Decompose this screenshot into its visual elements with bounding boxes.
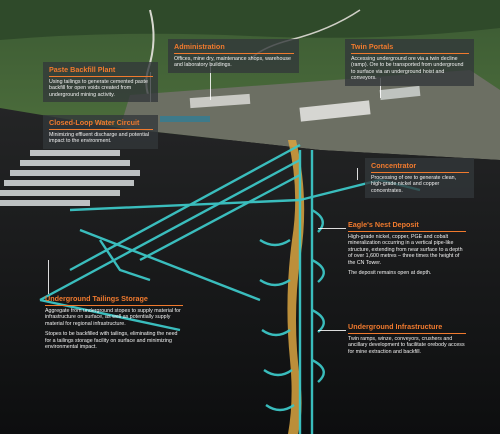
tailings-leader <box>48 260 49 294</box>
twin-portals-callout: Twin Portals Accessing underground ore v… <box>345 39 474 86</box>
infrastructure-text: Twin ramps, winze, conveyors, crushers a… <box>348 336 465 355</box>
closed-loop-title: Closed-Loop Water Circuit <box>49 118 153 130</box>
administration-callout: Administration Offices, mine dry, mainte… <box>168 39 299 73</box>
eagles-nest-title: Eagle's Nest Deposit <box>348 220 466 232</box>
tailings-text: Aggregate from underground stopes to sup… <box>45 308 183 350</box>
tailings-description: Aggregate from underground stopes to sup… <box>45 308 181 327</box>
tailings-note: Stopes to be backfilled with tailings, e… <box>45 331 178 351</box>
administration-leader <box>210 64 211 100</box>
tailings-callout: Underground Tailings Storage Aggregate f… <box>45 294 183 354</box>
paste-backfill-title: Paste Backfill Plant <box>49 65 153 77</box>
twin-portals-title: Twin Portals <box>351 42 469 54</box>
twin-portals-text: Accessing underground ore via a twin dec… <box>351 56 464 82</box>
paste-backfill-text: Using tailings to generate cemented past… <box>49 79 148 98</box>
administration-title: Administration <box>174 42 294 54</box>
concentrator-title: Concentrator <box>371 161 469 173</box>
eagles-nest-text: High-grade nickel, copper, PGE and cobal… <box>348 234 466 276</box>
eagles-nest-callout: Eagle's Nest Deposit High-grade nickel, … <box>348 220 466 280</box>
infrastructure-leader <box>318 330 346 331</box>
closed-loop-text: Minimizing effluent discharge and potent… <box>49 132 150 145</box>
concentrator-callout: Concentrator Processing of ore to genera… <box>365 158 474 199</box>
concentrator-leader <box>357 168 358 180</box>
administration-text: Offices, mine dry, maintenance shops, wa… <box>174 56 291 69</box>
eagles-nest-description: High-grade nickel, copper, PGE and cobal… <box>348 234 463 266</box>
distant-forest <box>0 0 500 40</box>
closed-loop-callout: Closed-Loop Water Circuit Minimizing eff… <box>43 115 158 149</box>
concentrator-building <box>299 100 371 122</box>
paste-backfill-callout: Paste Backfill Plant Using tailings to g… <box>43 62 158 103</box>
infrastructure-callout: Underground Infrastructure Twin ramps, w… <box>348 322 466 355</box>
tailings-title: Underground Tailings Storage <box>45 294 183 306</box>
concentrator-text: Processing of ore to generate clean, hig… <box>371 175 457 194</box>
infrastructure-title: Underground Infrastructure <box>348 322 466 334</box>
underground-stopes <box>0 150 140 206</box>
eagles-nest-note: The deposit remains open at depth. <box>348 270 432 277</box>
admin-buildings <box>189 93 251 109</box>
portal-buildings <box>379 85 421 101</box>
water-pond <box>160 116 210 122</box>
eagles-nest-leader <box>318 228 346 229</box>
twin-portals-leader <box>380 78 381 98</box>
